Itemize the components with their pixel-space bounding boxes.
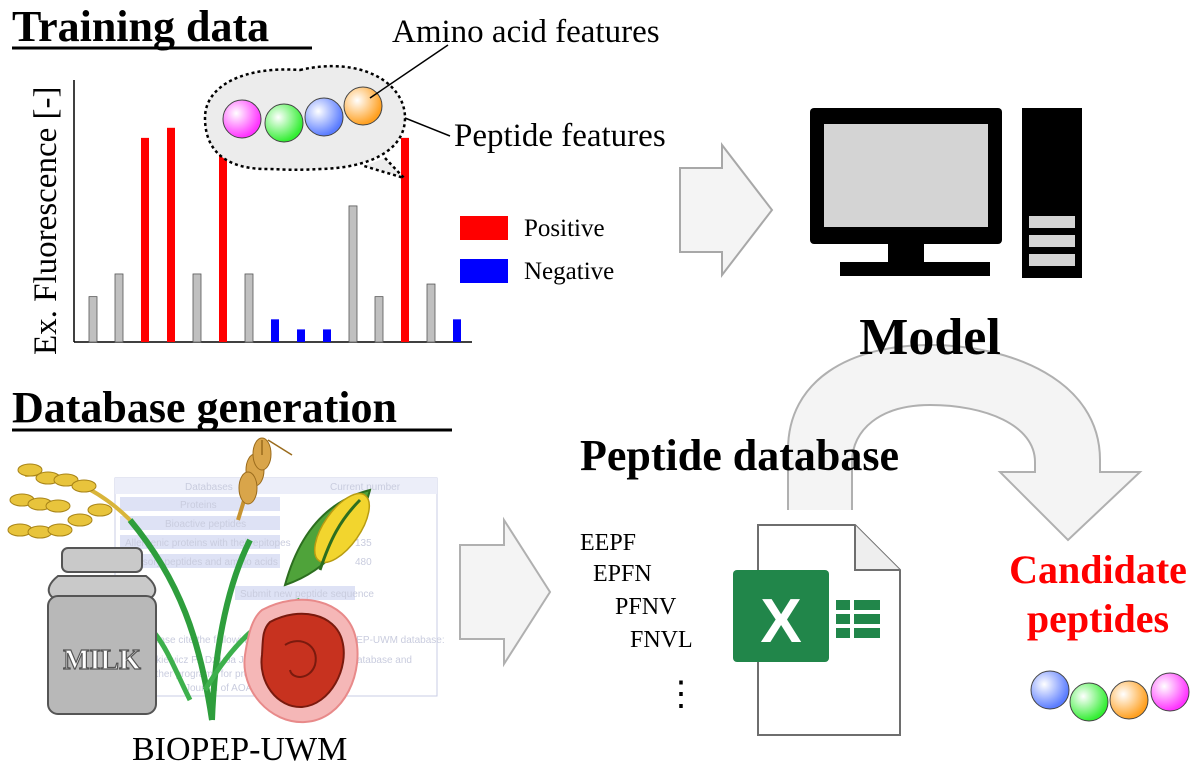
candidate-heading-line1: Candidate [1009, 547, 1187, 592]
panel-submit-button [235, 586, 355, 600]
panel-row-3-label: Allergenic proteins with their epitopes [125, 538, 291, 549]
legend-swatch-negative [460, 259, 508, 283]
peptide-features-pointer-line [404, 117, 451, 137]
drive-bay-1 [1029, 216, 1075, 228]
legend-swatch-positive [460, 216, 508, 240]
database-generation-heading: Database generation [12, 383, 397, 432]
sheet-grid-cells [836, 600, 880, 638]
model-heading: Model [859, 309, 1001, 366]
amino-acid-ball-3 [304, 97, 344, 137]
candidate-ball-3 [1109, 680, 1149, 720]
biopep-label: BIOPEP-UWM [132, 731, 347, 768]
panel-header-bar [115, 478, 437, 494]
legend-label-positive: Positive [524, 215, 605, 242]
curved-arrow-to-candidates [787, 343, 1143, 542]
panel-row-1-label: Proteins [180, 500, 217, 511]
legend-label-negative: Negative [524, 258, 614, 285]
peptide-seq-3: PFNV [615, 594, 677, 620]
panel-number-1: 135 [355, 538, 372, 549]
bar-6-positive [219, 137, 227, 342]
peptide-seq-1: EEPF [580, 530, 636, 556]
bar-7-other [244, 273, 254, 343]
panel-header-databases: Databases [185, 482, 233, 493]
monitor-neck [888, 244, 924, 263]
bar-15-negative [453, 319, 461, 342]
excel-file-icon: X [733, 524, 901, 736]
bar-14-other [426, 283, 436, 343]
drive-bay-3 [1029, 254, 1075, 266]
candidate-peptide-balls [1030, 670, 1190, 722]
candidate-ball-2 [1069, 682, 1109, 722]
computer-icon [810, 108, 1082, 278]
file-corner-fold [854, 525, 900, 571]
amino-acid-features-label: Amino acid features [392, 14, 660, 50]
bar-5-other [192, 273, 202, 343]
excel-badge [733, 570, 829, 662]
computer-tower [1022, 108, 1082, 278]
bar-9-negative [297, 329, 305, 342]
panel-row-2-label: Bioactive peptides [165, 519, 246, 530]
y-axis-label: Ex. Fluorescence [-] [28, 87, 64, 355]
milk-label: MILK [63, 645, 141, 676]
panel-row-3 [120, 535, 280, 549]
speech-bubble-tail [363, 157, 409, 181]
monitor-stand [840, 262, 990, 276]
milk-can-illustration: MILK [47, 547, 157, 715]
bar-8-negative [271, 319, 279, 342]
amino-acid-ball-2 [264, 103, 304, 143]
bar-13-positive [401, 137, 409, 342]
peptide-seq-4: FNVL [630, 627, 693, 653]
excel-letter: X [760, 587, 801, 656]
training-data-heading: Training data [12, 2, 269, 51]
arrow-to-peptide-database [459, 516, 552, 668]
panel-number-2: 480 [355, 557, 372, 568]
arrow-to-model [679, 142, 774, 278]
candidate-ball-4 [1150, 672, 1190, 712]
amino-acid-pointer-line [369, 44, 449, 99]
peptide-seq-2: EPFN [593, 561, 652, 587]
panel-row-4-label: Sensory peptides and amino acids [125, 557, 278, 568]
wheat-illustration [236, 437, 293, 521]
bar-1-other [88, 296, 98, 343]
bar-group [88, 127, 461, 343]
bar-4-positive [167, 127, 175, 342]
drive-bay-2 [1029, 235, 1075, 247]
rice-stem-1 [127, 518, 215, 721]
monitor-screen [824, 124, 988, 227]
peptide-seq-ellipsis: ⋮ [664, 676, 698, 713]
corn-illustration [283, 488, 372, 587]
peptide-database-heading: Peptide database [580, 431, 899, 480]
candidate-ball-1 [1030, 670, 1070, 710]
amino-acid-ball-4 [343, 86, 383, 126]
rice-stem-2 [209, 538, 253, 721]
fluorescence-bar-chart [73, 80, 472, 343]
amino-acid-ball-1 [222, 99, 262, 139]
rice-plant-illustration [7, 463, 302, 721]
peptide-features-bubble [203, 65, 409, 181]
panel-submit-label: Submit new peptide sequence [240, 589, 374, 600]
bar-11-other [348, 205, 358, 343]
bar-3-positive [141, 137, 149, 342]
bar-12-other [374, 296, 384, 343]
bar-2-other [114, 273, 124, 343]
peptide-features-label: Peptide features [454, 118, 666, 154]
panel-header-number: Current number [330, 482, 401, 493]
rice-grains [7, 463, 113, 539]
candidate-heading-line2: peptides [1027, 596, 1169, 641]
bar-10-negative [323, 329, 331, 342]
meat-illustration [243, 598, 359, 724]
